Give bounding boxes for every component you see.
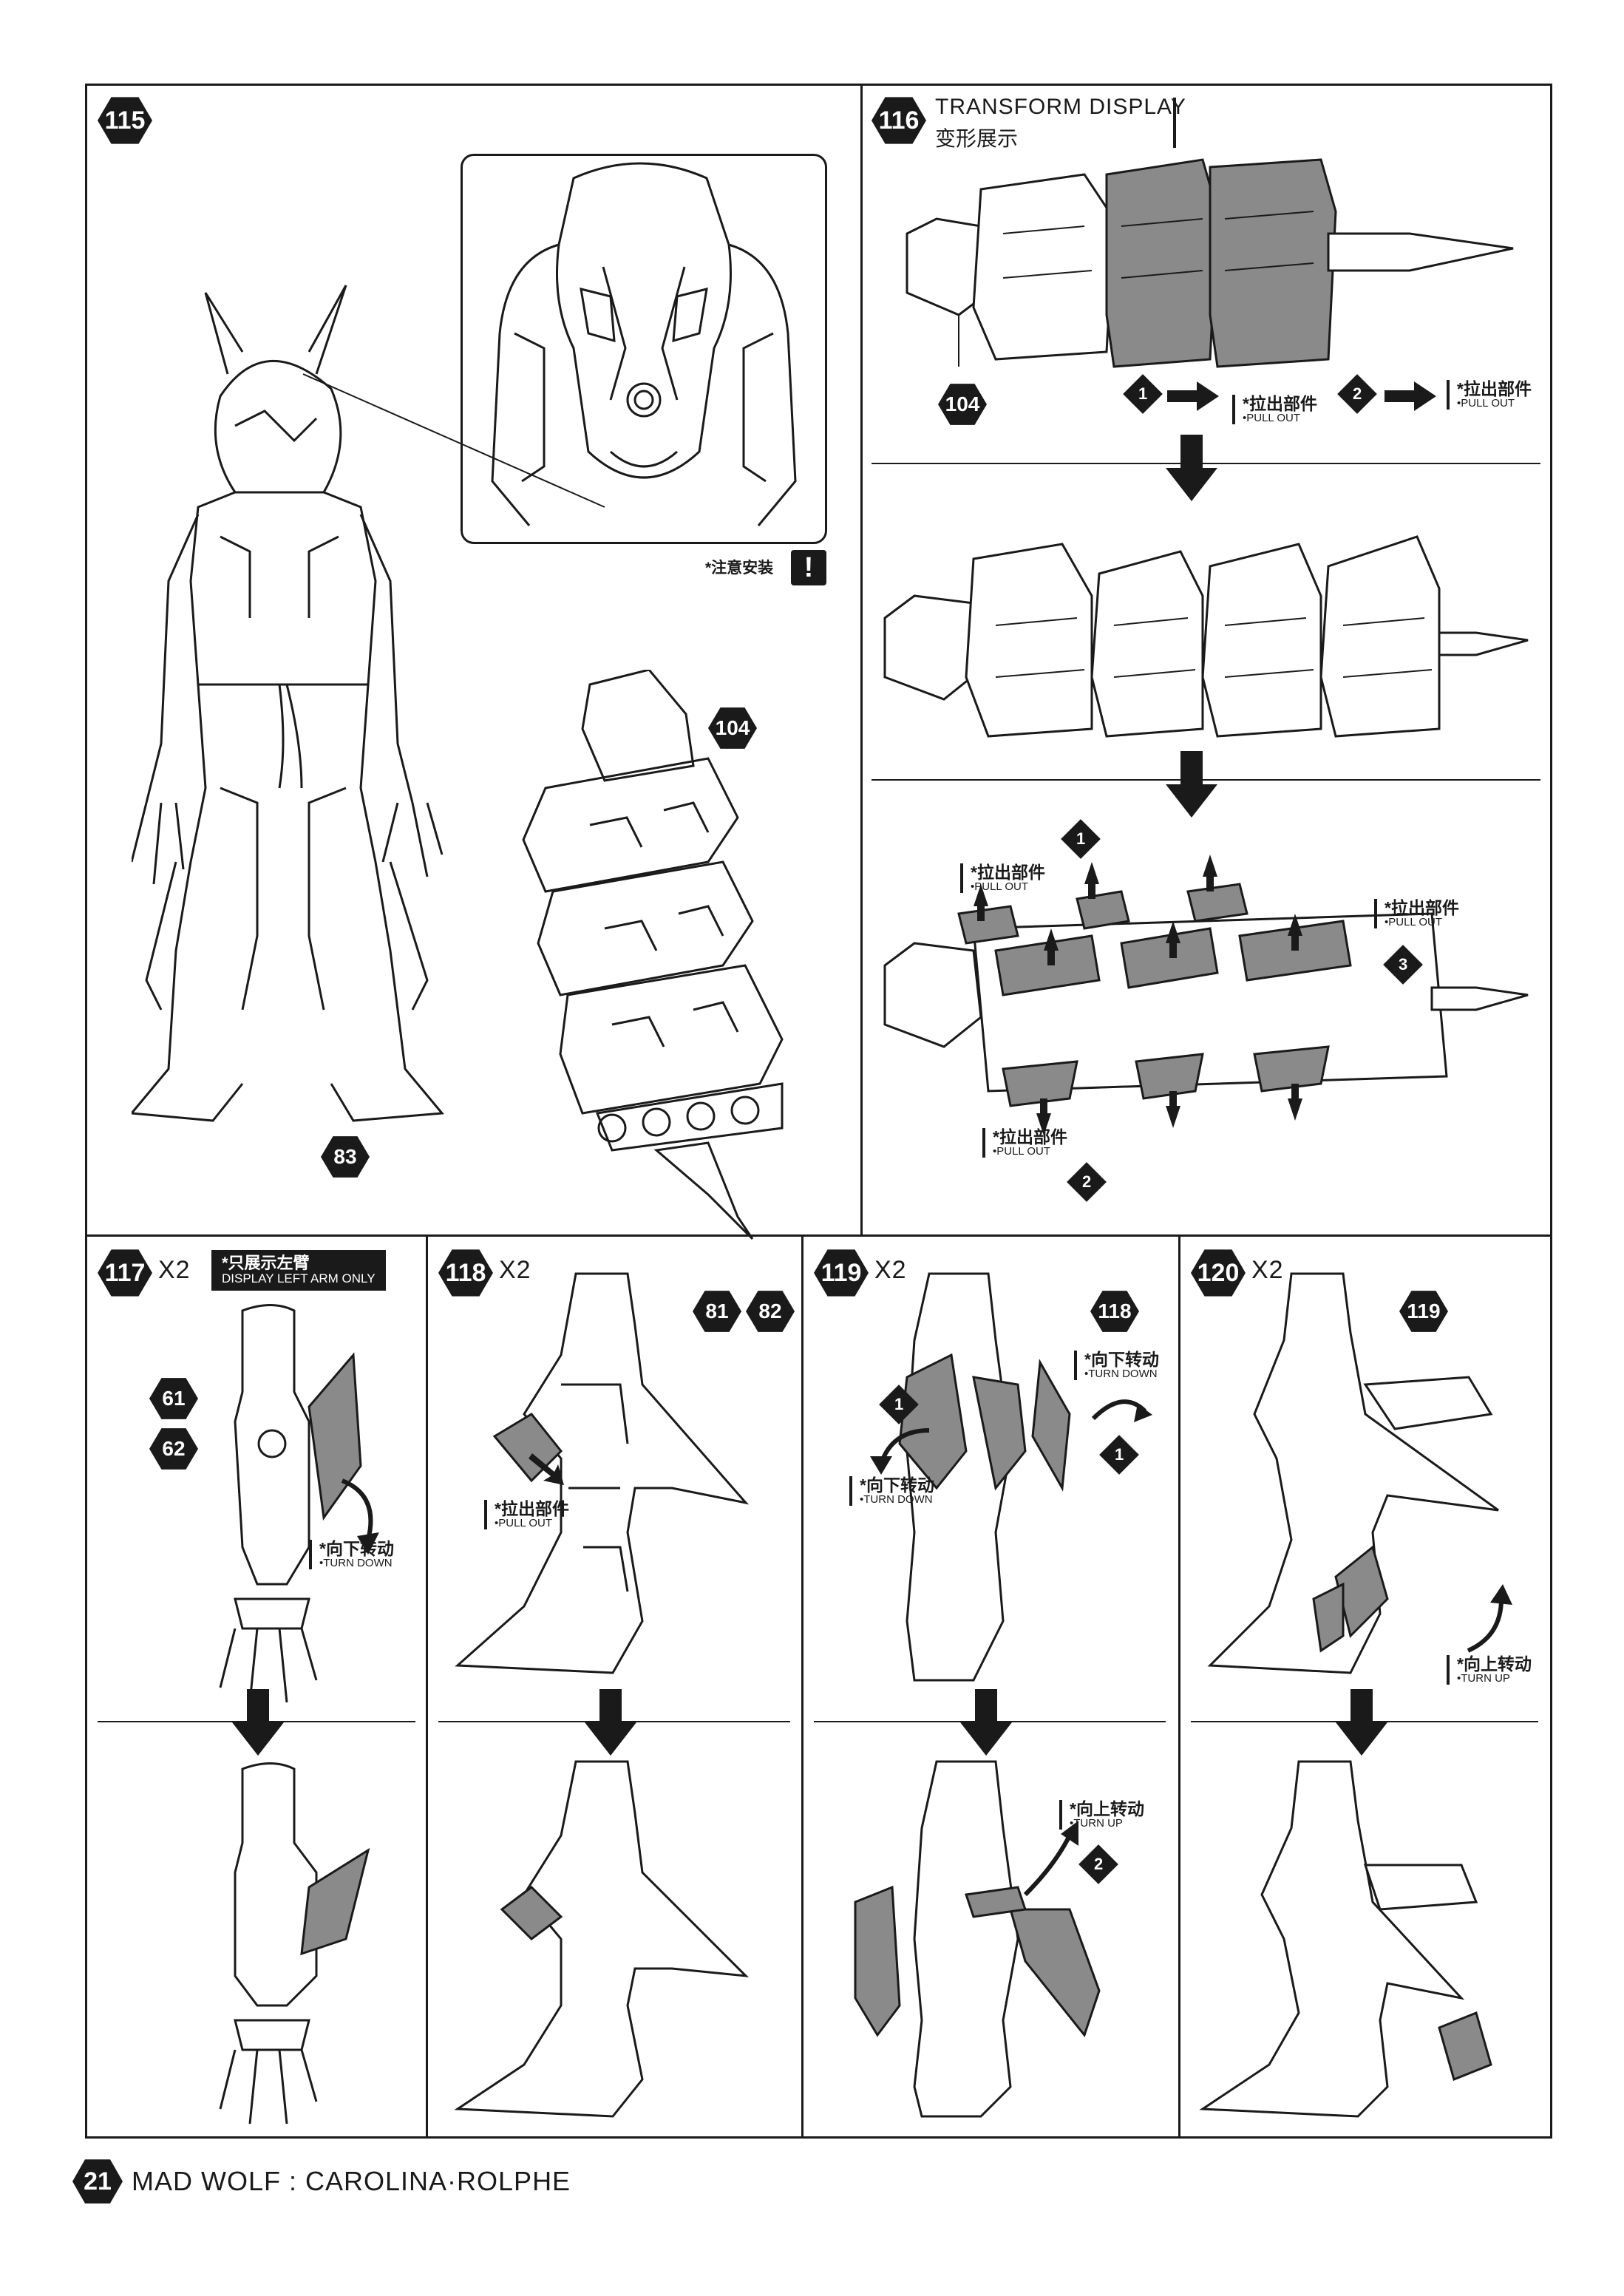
- quantity-multiplier: X2: [1251, 1256, 1284, 1284]
- leader-line-104: [302, 373, 605, 508]
- pull-out-note: *拉出部件•PULL OUT: [960, 863, 1045, 893]
- part-61-label: 61: [149, 1378, 198, 1419]
- pull-out-note: *拉出部件•PULL OUT: [484, 1500, 569, 1529]
- pull-out-note: *拉出部件•PULL OUT: [1447, 380, 1532, 410]
- leg-before: [1207, 1272, 1499, 1674]
- turn-up-note: *向上转动•TURN UP: [1059, 1800, 1144, 1830]
- step-number: 119: [814, 1249, 869, 1297]
- step-title-en: TRANSFORM DISPLAY: [935, 95, 1186, 119]
- page-number: 21: [72, 2159, 123, 2204]
- leg-before: [455, 1272, 750, 1674]
- leg-before: [898, 1272, 1071, 1682]
- down-arrow-icon: [960, 1689, 1012, 1756]
- leg-after: [454, 1760, 750, 2118]
- figure-back-view: [132, 285, 444, 1122]
- warning-icon: !: [791, 550, 826, 585]
- turn-up-note: *向上转动•TURN UP: [1447, 1655, 1532, 1685]
- step-116-panel: 116 TRANSFORM DISPLAY 变形展示 104 1 *拉出部件•P…: [863, 86, 1550, 1234]
- order-1-marker: 1: [1061, 819, 1101, 859]
- step-title-cn: 变形展示: [935, 127, 1019, 150]
- order-2-marker: 2: [1067, 1162, 1107, 1202]
- right-arrow-icon: [1385, 381, 1436, 411]
- step-118-panel: 118 X2 81 82 *拉出部件•PULL OUT: [428, 1237, 801, 2136]
- leg-after: [854, 1760, 1101, 2118]
- quantity-multiplier: X2: [499, 1256, 531, 1284]
- divider-117-118: [426, 1234, 428, 2139]
- divider-119-120: [1178, 1234, 1180, 2139]
- back-torso-closeup: [491, 162, 797, 526]
- drill-stage-extended: [883, 535, 1529, 738]
- step-119-panel: 119 X2 118 1 *向下转动•TURN DOWN *向下转动•TURN …: [803, 1237, 1178, 2136]
- caution-label: *注意安装: [705, 560, 774, 577]
- page-frame: [85, 84, 1552, 2139]
- step-number: 115: [98, 97, 152, 144]
- divider-118-119: [801, 1234, 803, 2139]
- turn-down-arrow-icon: [1091, 1399, 1152, 1422]
- step-number: 116: [872, 97, 926, 144]
- turn-down-note: *向下转动•TURN DOWN: [309, 1540, 394, 1569]
- title-bar: [1173, 98, 1176, 148]
- stage-separator: [872, 463, 1540, 464]
- down-arrow-icon: [1166, 751, 1217, 818]
- divider-top-vertical: [860, 84, 863, 1237]
- drill-stage-plates: [883, 855, 1529, 1135]
- step-number: 120: [1191, 1249, 1246, 1297]
- turn-down-arrow-icon: [870, 1428, 930, 1475]
- right-arrow-icon: [1167, 381, 1219, 411]
- turn-down-arrow-icon: [341, 1478, 379, 1555]
- detail-inset: [461, 154, 827, 544]
- part-62-label: 62: [149, 1428, 198, 1470]
- step-120-panel: 120 X2 119 *向上转动•TURN UP: [1180, 1237, 1550, 2136]
- product-title: MAD WOLF : CAROLINA·ROLPHE: [132, 2166, 571, 2196]
- step-115-panel: 115 *注意安装 !: [87, 86, 860, 1240]
- pull-out-note: *拉出部件•PULL OUT: [982, 1128, 1067, 1158]
- turn-up-arrow-icon: [1467, 1584, 1512, 1653]
- down-arrow-icon: [585, 1689, 636, 1756]
- drill-part: [522, 670, 784, 1240]
- step-number: 117: [98, 1249, 152, 1297]
- leg-after: [1199, 1760, 1492, 2118]
- quantity-multiplier: X2: [874, 1256, 907, 1284]
- arm-before: [219, 1304, 362, 1702]
- down-arrow-icon: [1166, 435, 1217, 501]
- part-104-label: 104: [938, 384, 987, 425]
- quantity-multiplier: X2: [158, 1256, 191, 1284]
- stage-separator: [872, 779, 1540, 781]
- down-arrow-icon: [1336, 1689, 1387, 1756]
- divider-middle: [85, 1234, 1552, 1237]
- down-arrow-icon: [232, 1689, 284, 1756]
- pull-out-note: *拉出部件•PULL OUT: [1232, 395, 1317, 424]
- arm-after: [219, 1762, 370, 2125]
- turn-down-note: *向下转动•TURN DOWN: [1074, 1351, 1159, 1380]
- drill-stage-closed: [906, 158, 1514, 368]
- pull-out-note: *拉出部件•PULL OUT: [1374, 899, 1459, 928]
- turn-down-note: *向下转动•TURN DOWN: [849, 1476, 934, 1506]
- pull-arrow-icon: [529, 1453, 564, 1485]
- part-104-label: 104: [708, 707, 757, 749]
